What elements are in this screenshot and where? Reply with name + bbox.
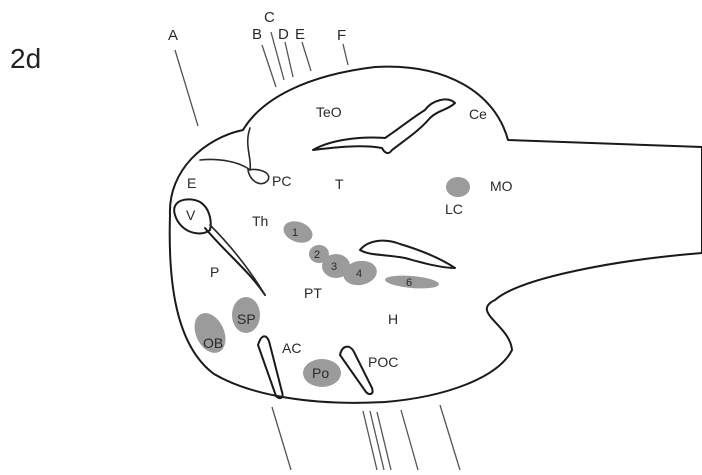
cut-line-e xyxy=(302,42,311,71)
cut-label-f: F xyxy=(337,27,346,44)
nucleus-label-6: 6 xyxy=(406,277,412,289)
section-cut-lines-bottom xyxy=(272,405,460,470)
cut-line-bottom-c xyxy=(370,411,384,470)
posterior-commissure-shape xyxy=(248,169,269,183)
cut-line-f xyxy=(343,44,348,65)
tectal-boundary-line xyxy=(248,128,251,170)
hypothalamic-recess xyxy=(360,241,455,268)
region-label-v: V xyxy=(186,207,196,223)
region-label-ob: OB xyxy=(203,335,223,351)
cut-line-bottom-a xyxy=(272,407,291,470)
region-label-mo: MO xyxy=(490,178,513,194)
cut-label-a: A xyxy=(168,27,178,44)
region-labels: TeO Ce PC T E V Th P MO LC PT H SP OB AC… xyxy=(186,104,513,381)
region-label-lc: LC xyxy=(445,201,463,217)
region-label-e: E xyxy=(187,175,196,191)
region-label-ce: Ce xyxy=(469,106,487,122)
region-label-poc: POC xyxy=(368,354,398,370)
stained-regions xyxy=(188,177,470,387)
cut-line-bottom-d xyxy=(377,412,391,470)
cut-line-bottom-b xyxy=(363,411,377,470)
locus-coeruleus-blob xyxy=(446,177,470,197)
cut-label-b: B xyxy=(252,26,262,43)
cut-line-bottom-f xyxy=(440,405,460,470)
cut-labels: A B C D E F xyxy=(168,9,346,44)
region-label-pt: PT xyxy=(304,285,322,301)
figure-label: 2d xyxy=(10,43,41,74)
region-label-th: Th xyxy=(252,213,268,229)
ventricle-tail xyxy=(205,228,265,295)
nucleus-label-3: 3 xyxy=(331,261,337,273)
cut-line-d xyxy=(285,42,293,77)
region-label-teo: TeO xyxy=(316,104,342,120)
region-label-ac: AC xyxy=(282,340,301,356)
region-label-p: P xyxy=(210,264,219,280)
dorsal-boundary-line xyxy=(200,159,250,170)
region-label-po: Po xyxy=(312,365,329,381)
nucleus-label-4: 4 xyxy=(356,268,362,280)
cut-line-a xyxy=(175,50,198,126)
cut-line-bottom-e xyxy=(401,410,418,470)
region-label-h: H xyxy=(388,311,398,327)
cut-label-e: E xyxy=(295,26,305,43)
anterior-commissure-slit xyxy=(258,336,283,398)
region-label-sp: SP xyxy=(237,311,256,327)
brain-outline xyxy=(170,67,702,403)
cut-line-b xyxy=(262,45,276,87)
cut-label-c: C xyxy=(264,9,275,26)
nucleus-label-2: 2 xyxy=(314,249,320,261)
region-label-pc: PC xyxy=(272,173,291,189)
region-label-t: T xyxy=(335,176,344,192)
cut-label-d: D xyxy=(278,26,289,43)
nucleus-label-1: 1 xyxy=(292,227,298,239)
